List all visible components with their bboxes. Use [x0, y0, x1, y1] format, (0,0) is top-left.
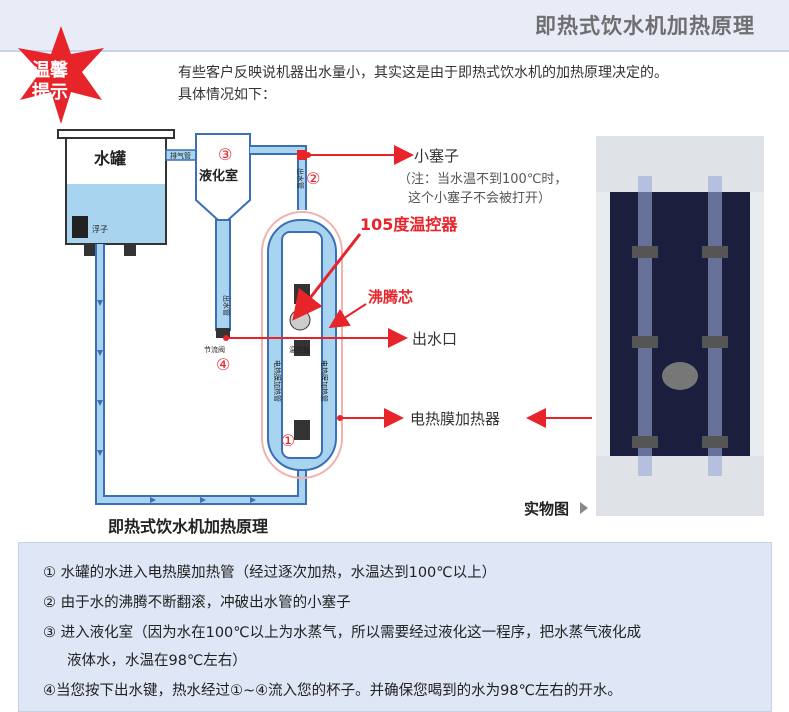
photo-label: 实物图	[524, 500, 569, 518]
badge-line2: 提示	[32, 82, 68, 103]
callout-thermostat: 105度温控器	[360, 215, 458, 234]
steam-pipe-label: 出水管	[296, 168, 305, 189]
tip-badge-star	[18, 26, 104, 124]
callout-heater: 电热膜加热器	[410, 410, 500, 428]
intro-line2: 具体情况如下：	[178, 87, 276, 103]
circle-2: ②	[306, 169, 320, 188]
steps-panel: ① 水罐的水进入电热膜加热管（经过逐次加热，水温达到100℃以上） ② 由于水的…	[18, 542, 772, 712]
step-2: ② 由于水的沸腾不断翻滚，冲破出水管的小塞子	[43, 595, 351, 611]
liquefier-label: 液化室	[199, 168, 238, 184]
circle-4: ④	[216, 355, 230, 374]
header-bar: 即热式饮水机加热原理	[0, 0, 789, 52]
callout-outlet: 出水口	[412, 330, 457, 348]
outlet-pipe-label: 出水管	[222, 295, 231, 316]
callout-boil: 沸腾芯	[368, 288, 413, 306]
float-label: 浮子	[92, 224, 108, 234]
intro-text: 有些客户反映说机器出水量小，其实这是由于即热式饮水机的加热原理决定的。 具体情况…	[178, 62, 768, 106]
liquefier-chamber	[195, 133, 251, 338]
tank-label: 水罐	[94, 149, 126, 168]
photo-label-arrow-icon	[580, 502, 588, 514]
water-tank	[57, 129, 175, 256]
thermostat-small-label: 温控器	[289, 345, 310, 354]
step-4: ④当您按下出水键，热水经过①~④流入您的杯子。并确保您喝到的水为98℃左右的开水…	[43, 683, 622, 699]
intro-line1: 有些客户反映说机器出水量小，其实这是由于即热式饮水机的加热原理决定的。	[178, 65, 668, 81]
callout-plug: 小塞子	[414, 147, 459, 165]
diagram-caption: 即热式饮水机加热原理	[108, 517, 268, 536]
heater-capsule	[261, 211, 343, 479]
tip-badge-text: 温馨 提示	[32, 60, 88, 104]
circle-3: ③	[218, 145, 232, 164]
step-3-cont: 液体水，水温在98℃左右）	[67, 653, 247, 669]
step-1: ① 水罐的水进入电热膜加热管（经过逐次加热，水温达到100℃以上）	[43, 565, 497, 581]
device-photo	[596, 136, 764, 516]
note-line1: （注：当水温不到100℃时，	[398, 172, 567, 187]
circle-1: ①	[281, 431, 295, 450]
badge-line1: 温馨	[32, 60, 68, 81]
note-line2: 这个小塞子不会被打开）	[408, 190, 551, 206]
step-3: ③ 进入液化室（因为水在100℃以上为水蒸气，所以需要经过液化这一程序，把水蒸气…	[43, 625, 642, 641]
exhaust-label: 排气管	[170, 151, 191, 160]
heater-small-right: 电热膜加热管	[320, 360, 329, 402]
heating-diagram: 水罐 浮子 排气管 ③ 液化室 出水管 节流阀 ④ ② 出水管	[57, 129, 592, 536]
page-title: 即热式饮水机加热原理	[535, 14, 755, 38]
throttle-label: 节流阀	[204, 345, 225, 354]
heater-small-left: 电热膜加热管	[273, 360, 282, 402]
flow-arrows-blue	[97, 300, 256, 503]
